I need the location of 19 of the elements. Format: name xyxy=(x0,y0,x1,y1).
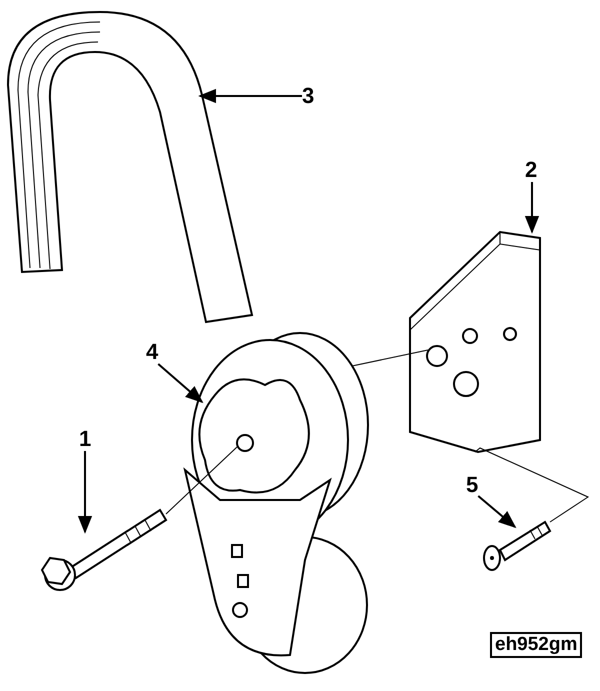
leader-arrow xyxy=(524,182,540,234)
belt-tensioner-drawing xyxy=(184,332,369,674)
leader-arrow xyxy=(158,363,204,404)
callout-number: 4 xyxy=(146,340,158,364)
flange-bolt-drawing xyxy=(40,508,168,591)
drawing-code: eh952gm xyxy=(490,632,582,658)
countersunk-screw-drawing xyxy=(483,520,552,571)
assembly-line xyxy=(352,350,428,366)
callout-number: 3 xyxy=(302,84,314,108)
belt-drawing xyxy=(7,11,253,323)
callout-number: 1 xyxy=(79,427,92,451)
leader-arrow xyxy=(78,451,92,534)
callout-number: 2 xyxy=(525,158,538,182)
assembly-line xyxy=(166,446,238,514)
callout-number: 5 xyxy=(466,473,478,497)
leader-arrow xyxy=(198,88,302,104)
mounting-plate-drawing xyxy=(409,230,541,454)
leader-arrow xyxy=(478,495,516,528)
assembly-line xyxy=(474,447,590,522)
